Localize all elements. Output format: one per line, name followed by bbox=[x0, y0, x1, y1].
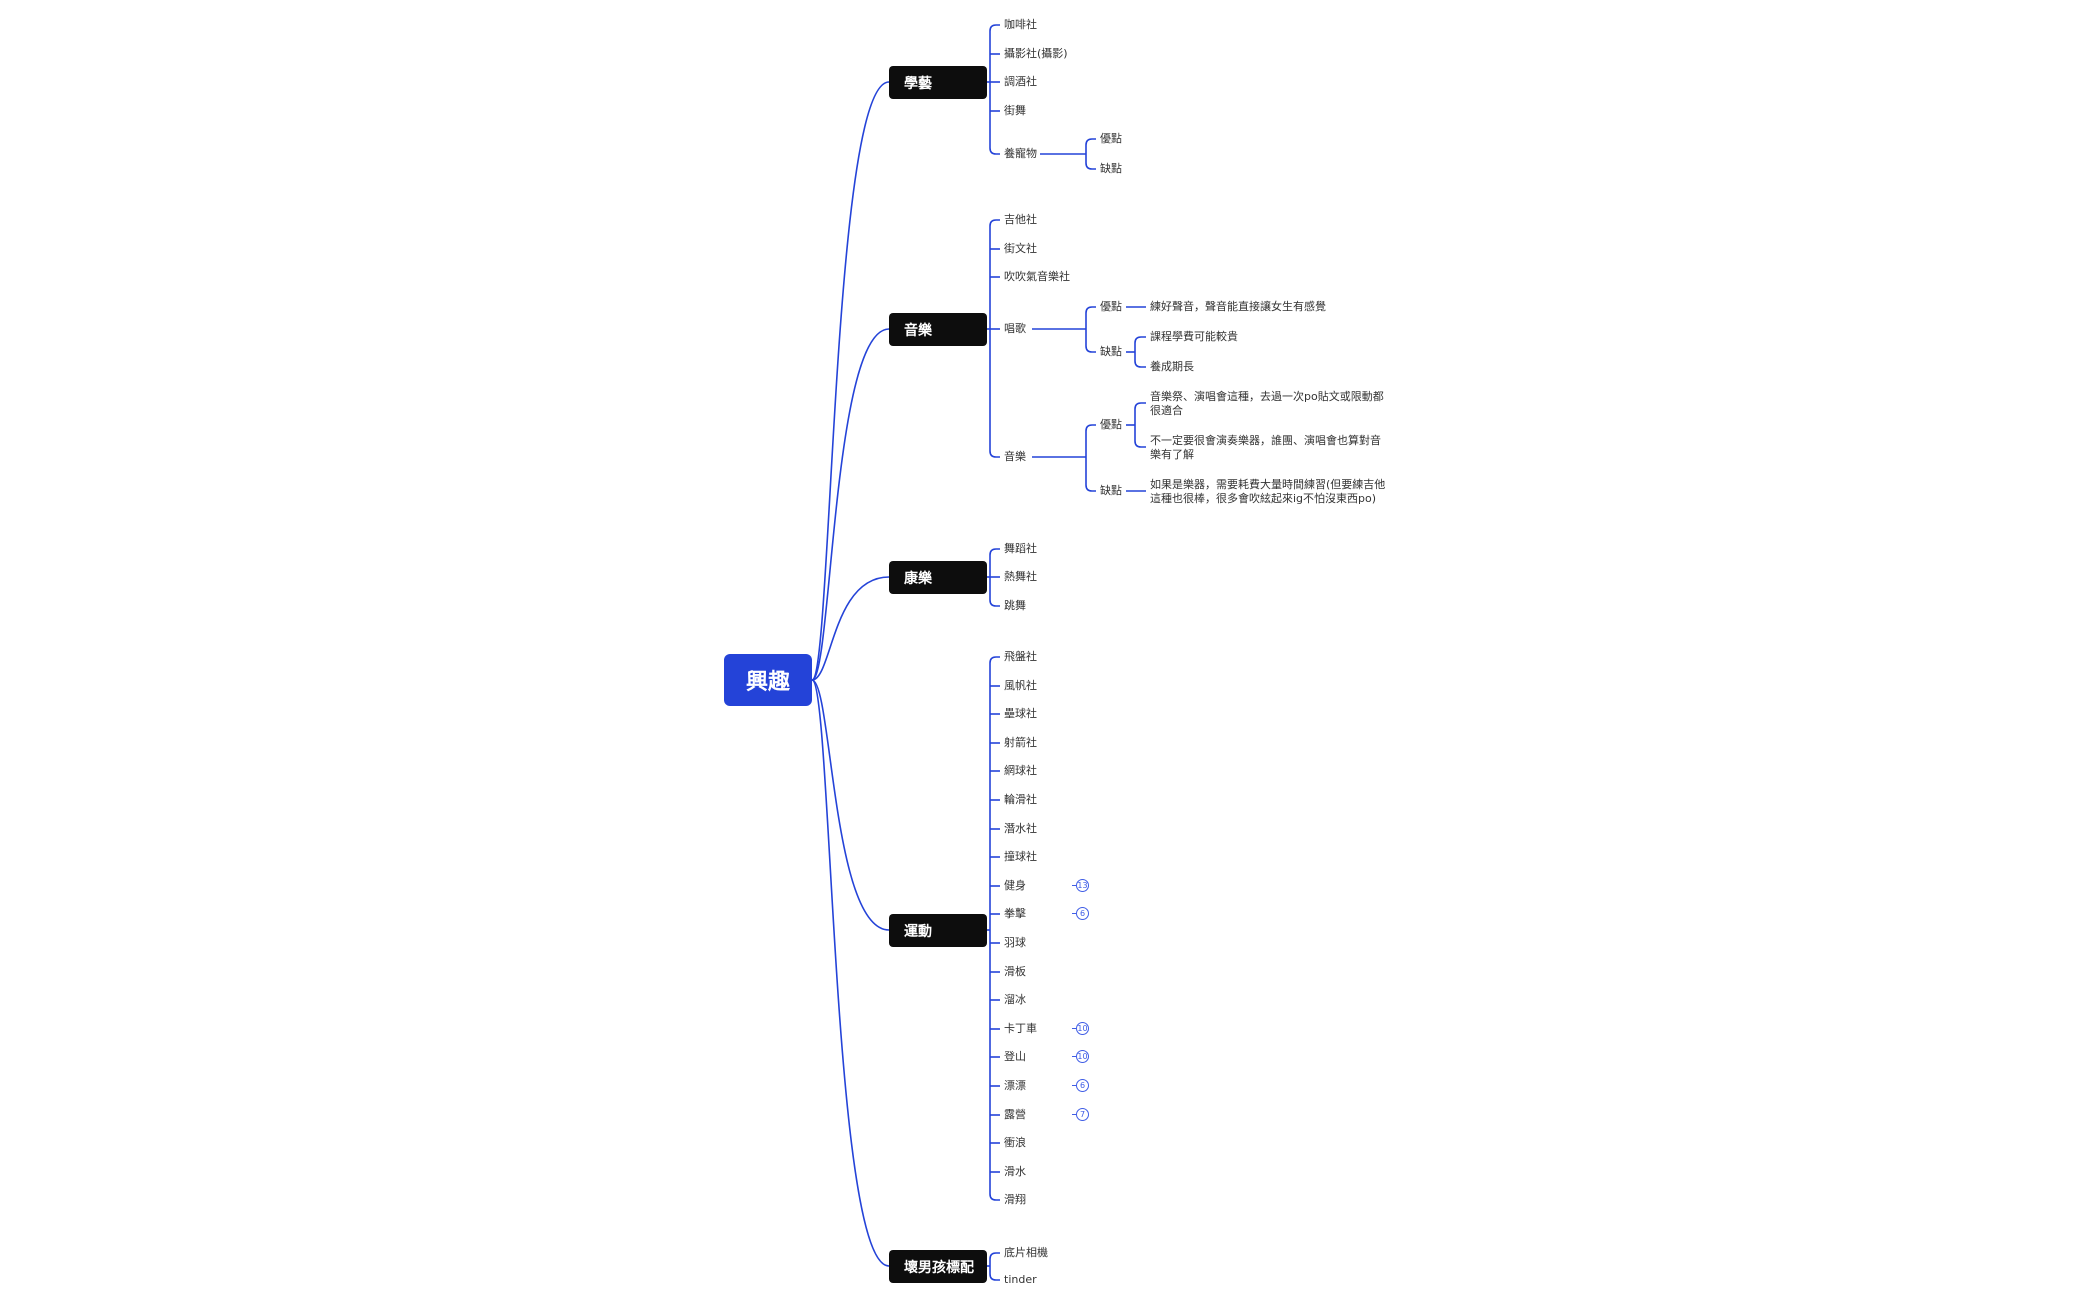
sub-item-cons[interactable]: 缺點 bbox=[1100, 345, 1122, 358]
badge-count: 13 bbox=[1077, 881, 1088, 890]
note-text: 養成期長 bbox=[1150, 360, 1194, 373]
collapsed-count-badge[interactable]: 6 bbox=[1072, 1079, 1089, 1092]
collapsed-count-badge[interactable]: 10 bbox=[1072, 1022, 1089, 1035]
root-to-category bbox=[811, 679, 890, 931]
badge-connector bbox=[1072, 1085, 1076, 1086]
root-to-category bbox=[811, 576, 890, 681]
category-bracket-branch bbox=[989, 24, 1000, 32]
note-text: 不一定要很會演奏樂器，誰團、演唱會也算對音樂有了解 bbox=[1150, 434, 1381, 461]
badge-count: 10 bbox=[1077, 1024, 1088, 1033]
category-node[interactable]: 學藝 bbox=[889, 66, 987, 99]
leaf-item[interactable]: 街舞 bbox=[1004, 104, 1026, 117]
leaf-item[interactable]: 滑翔 bbox=[1004, 1193, 1026, 1206]
sub-bracket-branch bbox=[1085, 306, 1096, 314]
badge-connector bbox=[1072, 1028, 1076, 1029]
leaf-item[interactable]: 音樂 bbox=[1004, 450, 1026, 463]
sub-item-pros[interactable]: 優點 bbox=[1100, 132, 1122, 145]
leaf-item[interactable]: tinder bbox=[1004, 1273, 1037, 1286]
sub-bracket-branch bbox=[1085, 345, 1096, 353]
leaf-item[interactable]: 街文社 bbox=[1004, 242, 1037, 255]
leaf-item[interactable]: 調酒社 bbox=[1004, 75, 1037, 88]
category-node[interactable]: 康樂 bbox=[889, 561, 987, 594]
note-bracket-branch bbox=[1134, 360, 1146, 368]
leaf-item[interactable]: 卡丁車 bbox=[1004, 1022, 1037, 1035]
root-to-category bbox=[811, 81, 890, 681]
leaf-item[interactable]: 唱歌 bbox=[1004, 322, 1026, 335]
leaf-item[interactable]: 網球社 bbox=[1004, 764, 1037, 777]
leaf-item[interactable]: 衝浪 bbox=[1004, 1136, 1026, 1149]
leaf-item[interactable]: 漂漂 bbox=[1004, 1079, 1026, 1092]
sub-bracket-branch bbox=[1085, 484, 1096, 492]
sub-bracket-branch bbox=[1085, 424, 1096, 432]
leaf-item[interactable]: 風帆社 bbox=[1004, 679, 1037, 692]
leaf-item[interactable]: 吹吹氣音樂社 bbox=[1004, 270, 1070, 283]
category-node[interactable]: 壞男孩標配 bbox=[889, 1250, 987, 1283]
badge-connector bbox=[1072, 913, 1076, 914]
category-bracket-branch bbox=[989, 599, 1000, 607]
note-text: 音樂祭、演唱會這種，去過一次po貼文或限動都很適合 bbox=[1150, 390, 1384, 417]
note-text: 課程學費可能較貴 bbox=[1150, 330, 1238, 343]
category-node[interactable]: 音樂 bbox=[889, 313, 987, 346]
leaf-item[interactable]: 拳擊 bbox=[1004, 907, 1026, 920]
note-text: 練好聲音，聲音能直接讓女生有感覺 bbox=[1150, 300, 1326, 313]
leaf-item[interactable]: 露營 bbox=[1004, 1108, 1026, 1121]
sub-item-pros[interactable]: 優點 bbox=[1100, 418, 1122, 431]
leaf-item[interactable]: 攝影社(攝影) bbox=[1004, 47, 1068, 60]
leaf-item[interactable]: 養寵物 bbox=[1004, 147, 1037, 160]
sub-bracket-branch bbox=[1085, 138, 1096, 146]
collapsed-count-badge[interactable]: 7 bbox=[1072, 1108, 1089, 1121]
leaf-item[interactable]: 滑板 bbox=[1004, 965, 1026, 978]
badge-count: 6 bbox=[1079, 1081, 1086, 1090]
badge-count: 7 bbox=[1079, 1110, 1086, 1119]
category-bracket-branch bbox=[989, 450, 1000, 458]
collapsed-count-badge[interactable]: 10 bbox=[1072, 1050, 1089, 1063]
category-bracket-branch bbox=[989, 656, 1000, 664]
category-bracket-branch bbox=[989, 1252, 1000, 1260]
root-node[interactable]: 興趣 bbox=[724, 654, 812, 706]
leaf-item[interactable]: 溜冰 bbox=[1004, 993, 1026, 1006]
sub-item-cons[interactable]: 缺點 bbox=[1100, 162, 1122, 175]
sub-bracket-branch bbox=[1085, 162, 1096, 170]
leaf-item[interactable]: 潛水社 bbox=[1004, 822, 1037, 835]
note-bracket-branch bbox=[1134, 402, 1146, 410]
note-bracket-branch bbox=[1134, 336, 1146, 344]
leaf-item[interactable]: 射箭社 bbox=[1004, 736, 1037, 749]
leaf-item[interactable]: 底片相機 bbox=[1004, 1246, 1048, 1259]
leaf-item[interactable]: 登山 bbox=[1004, 1050, 1026, 1063]
category-bracket-branch bbox=[989, 1273, 1000, 1281]
root-to-category bbox=[811, 679, 890, 1267]
leaf-item[interactable]: 熱舞社 bbox=[1004, 570, 1037, 583]
category-bracket-branch bbox=[989, 147, 1000, 155]
badge-connector bbox=[1072, 1056, 1076, 1057]
category-node[interactable]: 運動 bbox=[889, 914, 987, 947]
badge-count: 10 bbox=[1077, 1052, 1088, 1061]
sub-item-cons[interactable]: 缺點 bbox=[1100, 484, 1122, 497]
collapsed-count-badge[interactable]: 13 bbox=[1072, 879, 1089, 892]
leaf-item[interactable]: 舞蹈社 bbox=[1004, 542, 1037, 555]
leaf-item[interactable]: 咖啡社 bbox=[1004, 18, 1037, 31]
leaf-item[interactable]: 輪滑社 bbox=[1004, 793, 1037, 806]
leaf-item[interactable]: 撞球社 bbox=[1004, 850, 1037, 863]
leaf-item[interactable]: 滑水 bbox=[1004, 1165, 1026, 1178]
badge-connector bbox=[1072, 885, 1076, 886]
category-bracket-branch bbox=[989, 548, 1000, 556]
leaf-item[interactable]: 羽球 bbox=[1004, 936, 1026, 949]
badge-connector bbox=[1072, 1114, 1076, 1115]
leaf-item[interactable]: 健身 bbox=[1004, 879, 1026, 892]
leaf-item[interactable]: 壘球社 bbox=[1004, 707, 1037, 720]
leaf-item[interactable]: 吉他社 bbox=[1004, 213, 1037, 226]
root-to-category bbox=[811, 328, 890, 681]
leaf-item[interactable]: 飛盤社 bbox=[1004, 650, 1037, 663]
leaf-item[interactable]: 跳舞 bbox=[1004, 599, 1026, 612]
category-bracket-branch bbox=[989, 1193, 1000, 1201]
note-text: 如果是樂器，需要耗費大量時間練習(但要練吉他這種也很棒，很多會吹絃起來ig不怕沒… bbox=[1150, 478, 1386, 505]
collapsed-count-badge[interactable]: 6 bbox=[1072, 907, 1089, 920]
badge-count: 6 bbox=[1079, 909, 1086, 918]
note-bracket-branch bbox=[1134, 440, 1146, 448]
category-bracket-branch bbox=[989, 219, 1000, 227]
sub-item-pros[interactable]: 優點 bbox=[1100, 300, 1122, 313]
